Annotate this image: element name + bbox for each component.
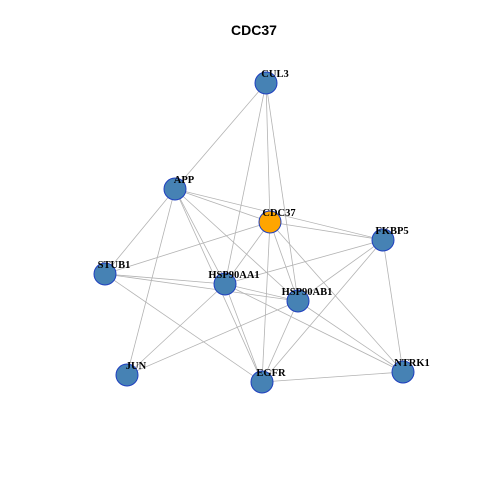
edge-cdc37-ntrk1 (269, 221, 404, 373)
node-label-hsp90ab1: HSP90AB1 (282, 287, 333, 298)
node-label-fkbp5: FKBP5 (375, 226, 408, 237)
edge-cdc37-fkbp5 (269, 221, 384, 241)
node-label-egfr: EGFR (256, 368, 286, 379)
edge-app-fkbp5 (174, 188, 384, 241)
edge-cul3-hsp90ab1 (265, 82, 299, 302)
node-label-cul3: CUL3 (261, 69, 288, 80)
edge-stub1-egfr (104, 273, 263, 383)
edge-layer (104, 82, 404, 383)
edge-app-jun (126, 188, 176, 376)
node-fkbp5 (371, 228, 395, 252)
node-jun (115, 363, 139, 387)
node-ntrk1 (391, 360, 415, 384)
edge-cdc37-stub1 (104, 221, 271, 275)
node-stub1 (93, 262, 117, 286)
node-label-jun: JUN (126, 361, 147, 372)
edge-hsp90aa1-hsp90ab1 (224, 283, 299, 302)
graph-title: CDC37 (231, 22, 277, 38)
edge-fkbp5-hsp90ab1 (297, 239, 384, 302)
edge-cdc37-egfr (261, 221, 271, 383)
edge-app-hsp90ab1 (174, 188, 299, 302)
edge-hsp90ab1-jun (126, 300, 299, 376)
node-app (163, 177, 187, 201)
edge-hsp90ab1-egfr (261, 300, 299, 383)
edge-hsp90aa1-jun (126, 283, 226, 376)
node-layer (93, 71, 415, 394)
node-label-cdc37: CDC37 (262, 208, 295, 219)
edge-app-hsp90aa1 (174, 188, 226, 285)
edge-fkbp5-ntrk1 (382, 239, 404, 373)
node-cdc37 (258, 210, 282, 234)
node-hsp90ab1 (286, 289, 310, 313)
edge-stub1-hsp90aa1 (104, 273, 226, 285)
edge-cdc37-hsp90aa1 (224, 221, 271, 285)
node-label-hsp90aa1: HSP90AA1 (208, 270, 259, 281)
edge-app-stub1 (104, 188, 176, 275)
node-label-stub1: STUB1 (98, 260, 131, 271)
edge-cul3-hsp90aa1 (224, 82, 267, 285)
edge-egfr-ntrk1 (261, 371, 404, 383)
node-label-ntrk1: NTRK1 (394, 358, 430, 369)
edge-cul3-app (174, 82, 267, 190)
edge-hsp90ab1-ntrk1 (297, 300, 404, 373)
node-hsp90aa1 (213, 272, 237, 296)
edge-cdc37-hsp90ab1 (269, 221, 299, 302)
edge-cul3-cdc37 (265, 82, 271, 223)
node-label-app: APP (174, 175, 195, 186)
edge-app-cdc37 (174, 188, 271, 223)
edge-fkbp5-hsp90aa1 (224, 239, 384, 285)
edge-hsp90aa1-egfr (224, 283, 263, 383)
node-egfr (250, 370, 274, 394)
edge-fkbp5-egfr (261, 239, 384, 383)
edge-stub1-hsp90ab1 (104, 273, 299, 302)
node-cul3 (254, 71, 278, 95)
edge-hsp90aa1-ntrk1 (224, 283, 404, 373)
